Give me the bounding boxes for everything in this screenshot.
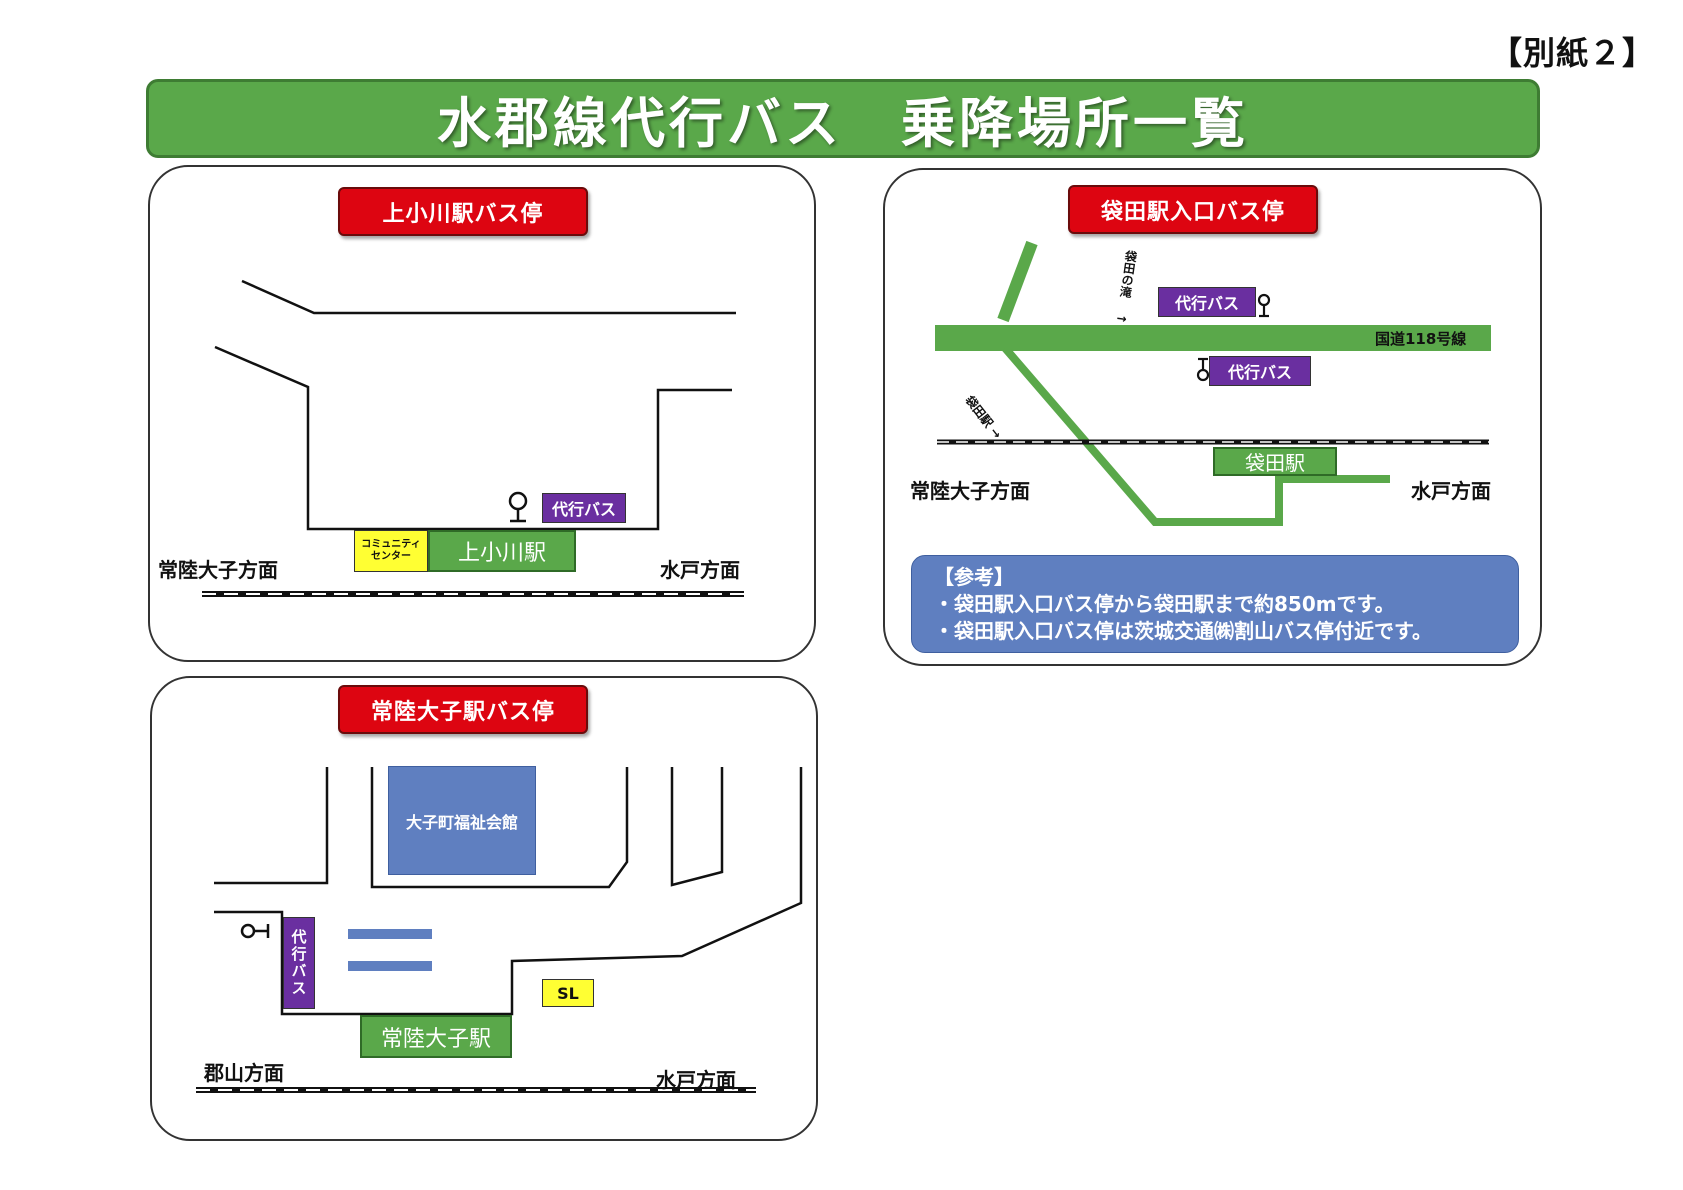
fukuroda-map: [935, 240, 1491, 526]
panel-hitachidaigo: 常陸大子駅バス停 大子町福祉会館 代行バス SL 常陸大子駅 郡山方面 水戸方面: [150, 676, 818, 1141]
road-south: [214, 767, 803, 1016]
bus-label: 代行バス: [283, 917, 315, 1009]
green-roads: [935, 240, 1491, 526]
bus-label-south: 代行バス: [1209, 356, 1311, 386]
bus-stop-icon: [240, 923, 270, 939]
reference-note: 【参考】 ・袋田駅入口バス停から袋田駅まで約850mです。 ・袋田駅入口バス停は…: [911, 555, 1519, 653]
station-box: 常陸大子駅: [360, 1015, 512, 1058]
panel-kamiogawa: 上小川駅バス停 代行バス コミュニティ センター 上小川駅 常陸大子方面 水戸方…: [148, 165, 816, 662]
hitachidaigo-map: [196, 767, 803, 1093]
road-to-falls: [997, 240, 1038, 323]
stop-heading: 上小川駅バス停: [338, 187, 588, 236]
road-south: [214, 345, 732, 531]
page-title: 水郡線代行バス 乗降場所一覧: [437, 92, 1249, 155]
direction-west: 常陸大子方面: [910, 479, 1030, 503]
direction-east: 水戸方面: [656, 1068, 736, 1092]
note-line: ・袋田駅入口バス停から袋田駅まで約850mです。: [934, 592, 1395, 616]
direction-east: 水戸方面: [1411, 479, 1491, 503]
road-to-station: [1001, 345, 1390, 526]
title-banner: 水郡線代行バス 乗降場所一覧: [146, 79, 1540, 158]
roads: [214, 279, 736, 531]
station-box: 袋田駅: [1213, 447, 1337, 476]
sl-label: SL: [542, 979, 594, 1007]
stop-heading: 袋田駅入口バス停: [1068, 185, 1318, 234]
road-block: [370, 767, 629, 889]
road-nw: [214, 767, 329, 885]
bus-stop-icon: [1196, 357, 1210, 382]
welfare-hall: 大子町福祉会館: [388, 766, 536, 875]
platform: [348, 961, 432, 971]
direction-east: 水戸方面: [660, 558, 740, 582]
bus-stop-icon: [508, 491, 528, 523]
bus-label-north: 代行バス: [1158, 287, 1256, 317]
direction-west: 郡山方面: [204, 1061, 284, 1085]
note-title: 【参考】: [934, 565, 1014, 589]
road-north: [241, 279, 736, 315]
stop-heading: 常陸大子駅バス停: [338, 685, 588, 734]
roads: [214, 767, 803, 1016]
note-line: ・袋田駅入口バス停は茨城交通㈱割山バス停付近です。: [934, 619, 1432, 643]
kamiogawa-map: [202, 279, 744, 597]
panel-fukuroda: 袋田駅入口バス停 袋田の滝 → 代行バス 国道118号線 代行バス 袋田駅 → …: [883, 168, 1542, 666]
station-box: 上小川駅: [428, 530, 576, 572]
bus-label: 代行バス: [542, 493, 626, 523]
road-ne: [670, 767, 724, 887]
platform: [348, 929, 432, 939]
attachment-label: 【別紙２】: [1490, 34, 1656, 72]
bus-stop-icon: [1257, 293, 1271, 318]
community-center: コミュニティ センター: [354, 530, 428, 572]
route-label: 国道118号線: [1375, 330, 1467, 348]
direction-west: 常陸大子方面: [158, 558, 278, 582]
